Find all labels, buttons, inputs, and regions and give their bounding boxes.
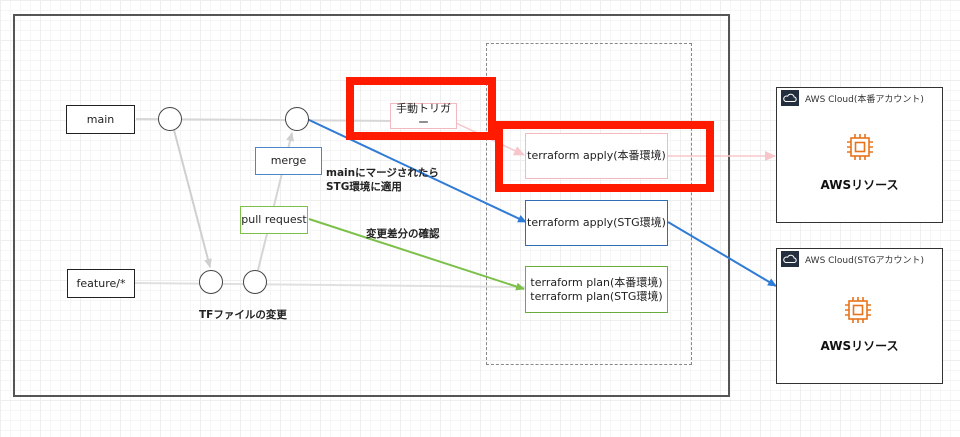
merge-box[interactable]: merge [255,147,322,175]
branch-off-line [173,129,212,268]
stg-apply-arrow [667,221,777,287]
tf-change-note: TFファイルの変更 [199,309,287,321]
aws-cloud-icon [781,90,799,106]
terraform-plan-stg-label: terraform plan(STG環境) [530,289,663,303]
terraform-apply-stg-label: terraform apply(STG環境) [527,216,666,230]
feature-commit-1[interactable] [199,270,223,294]
feature-branch-label: feature/* [76,276,126,290]
highlight-prod-apply [495,121,714,192]
aws-cloud-prod-title: AWS Cloud(本番アカウント) [805,95,924,105]
terraform-apply-prod-box[interactable]: terraform apply(本番環境) [525,133,668,179]
feature-commit-2[interactable] [243,270,267,294]
terraform-apply-stg-box[interactable]: terraform apply(STG環境) [525,200,668,246]
terraform-plan-prod-label: terraform plan(本番環境) [530,275,663,289]
highlight-manual-trigger [346,77,496,140]
terraform-plan-box[interactable]: terraform plan(本番環境) terraform plan(STG環… [525,266,668,313]
merge-to-main-note-line2: STG環境に適用 [326,180,402,193]
merge-to-stg-arrow [306,118,527,223]
main-commit-1[interactable] [158,107,182,131]
aws-resource-prod-label: AWSリソース [820,178,899,192]
main-commit-merge[interactable] [285,107,309,131]
manual-trigger-label: 手動トリガー [396,102,451,129]
merge-to-main-note: mainにマージされたら STG環境に適用 [326,167,439,194]
merge-to-main-note-line1: mainにマージされたら [326,167,439,179]
main-branch-label: main [86,112,115,126]
main-branch-box[interactable]: main [66,105,135,134]
merge-label: merge [270,154,307,168]
terraform-apply-prod-label: terraform apply(本番環境) [527,149,666,163]
diff-check-note: 変更差分の確認 [366,228,440,240]
feature-branch-box[interactable]: feature/* [67,269,135,298]
pr-to-plan-arrow [308,218,525,291]
ec2-chip-icon [845,297,871,323]
aws-cloud-icon [781,251,799,267]
ec2-chip-icon [847,134,873,160]
aws-resource-stg-label: AWSリソース [820,339,899,353]
aws-cloud-stg-title: AWS Cloud(STGアカウント) [805,256,925,266]
feature-branch-line [134,282,526,288]
pipeline-frame [13,14,730,397]
manual-trigger-box[interactable]: 手動トリガー [390,102,457,129]
pull-request-box[interactable]: pull request [240,206,308,234]
aws-cloud-prod: AWS Cloud(本番アカウント) AWSリソース [776,87,943,223]
pull-request-label: pull request [241,213,307,227]
aws-cloud-stg: AWS Cloud(STGアカウント) AWSリソース [776,248,943,384]
